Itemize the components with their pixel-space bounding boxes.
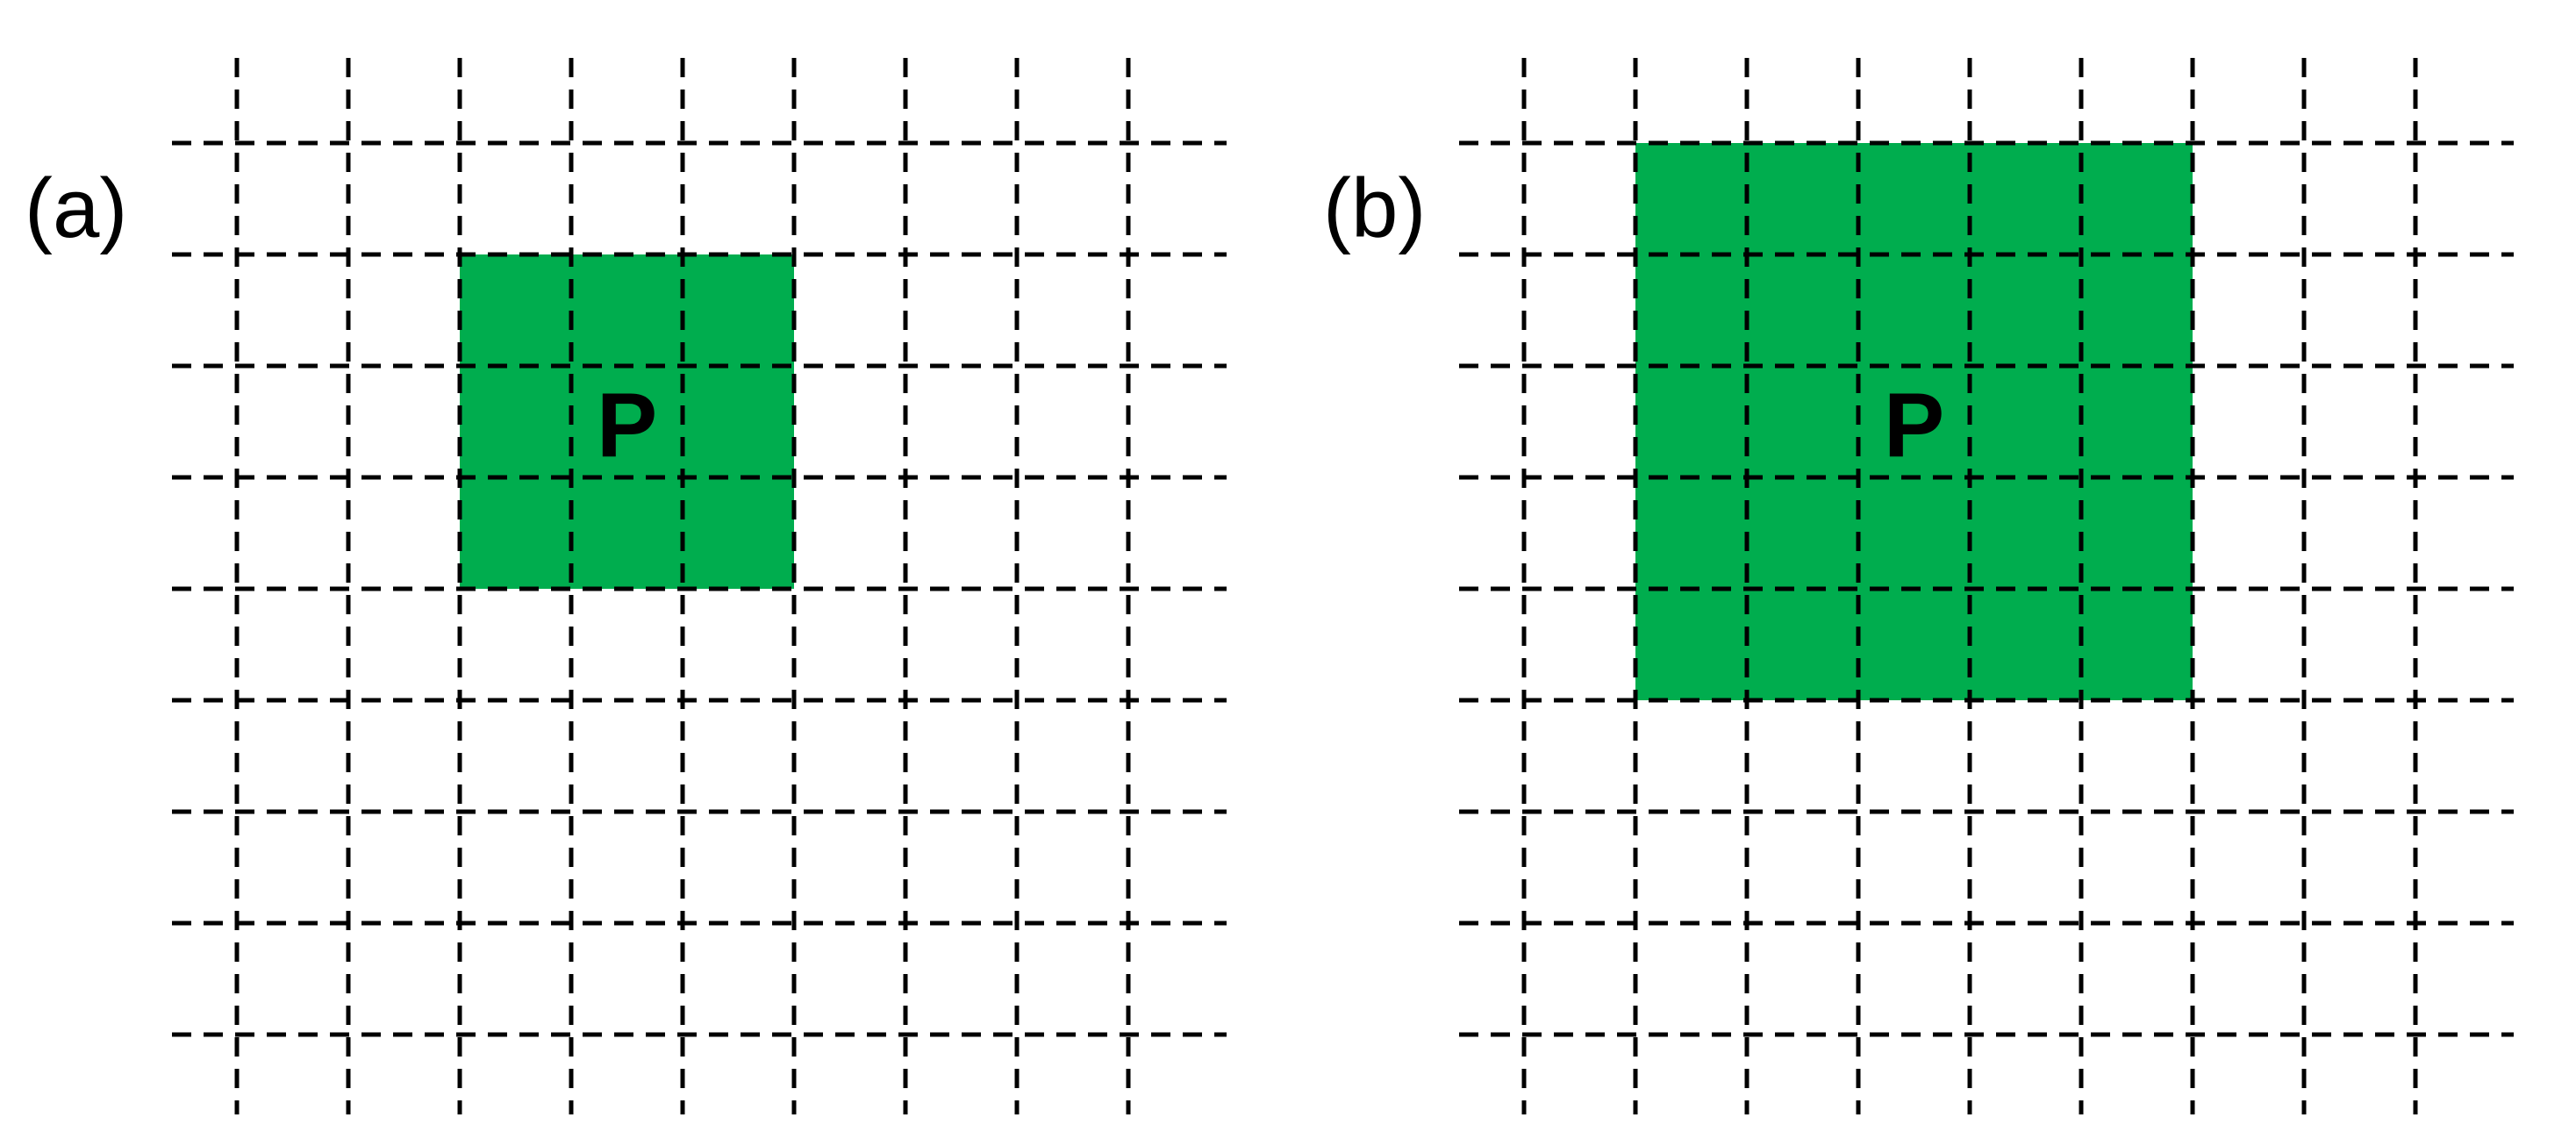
panel-a-grid [172, 58, 1227, 1114]
panel-b-label: (b) [1323, 161, 1426, 255]
panel-b-grid [1459, 58, 2514, 1114]
panel-a-label: (a) [25, 161, 127, 255]
panel-b-center-label: P [1884, 375, 1944, 476]
panel-a-center-label: P [597, 375, 657, 476]
panel-a-highlight [460, 254, 794, 589]
panel-b-highlight [1635, 143, 2193, 700]
panel-a: (a) P [25, 58, 1227, 1114]
panel-b: (b) P [1323, 58, 2514, 1114]
